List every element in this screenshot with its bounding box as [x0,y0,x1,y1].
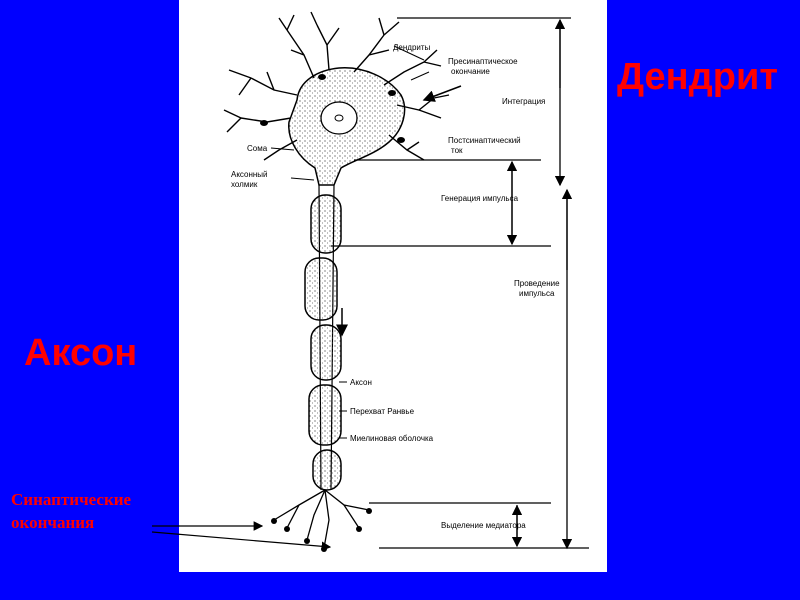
terminal-boutons [271,508,372,552]
stage-brackets [506,18,573,550]
label-presynaptic-line2: окончание [451,67,490,76]
label-axon: Аксон [350,378,372,387]
leader-lines [270,45,430,439]
label-hillock-line2: холмик [231,180,258,189]
label-mediator-release: Выделение медиатора [441,521,526,530]
axon-title: Аксон [24,332,138,374]
label-soma: Сома [247,144,268,153]
label-conduction-line1: Проведение [514,279,560,288]
nucleolus [334,114,344,122]
label-postsynaptic-line1: Постсинаптический [448,136,521,145]
diagram-panel: Дендриты Пресинаптическое окончание Инте… [179,0,607,572]
label-conduction-line2: импульса [519,289,555,298]
stage-dividers [331,17,589,549]
label-myelin-sheath: Миелиновая оболочка [350,434,434,443]
neuron-diagram: Дендриты Пресинаптическое окончание Инте… [223,11,589,552]
label-presynaptic-line1: Пресинаптическое [448,57,518,66]
axon-terminals [273,489,370,549]
presynaptic-terminals [260,74,405,143]
synaptic-endings-label-line2: окончания [11,513,95,532]
label-integration: Интеграция [502,97,545,106]
presynaptic-arrow [422,85,462,102]
label-node-of-ranvier: Перехват Ранвье [350,407,415,416]
myelin-segments [304,194,342,491]
dendrite-title: Дендрит [617,56,778,98]
label-dendrites: Дендриты [393,43,431,52]
label-hillock-line1: Аксонный [231,170,268,179]
label-impulse-generation: Генерация импульса [441,194,519,203]
synaptic-endings-label-line1: Синаптические [11,490,132,509]
label-postsynaptic-line2: ток [451,146,463,155]
